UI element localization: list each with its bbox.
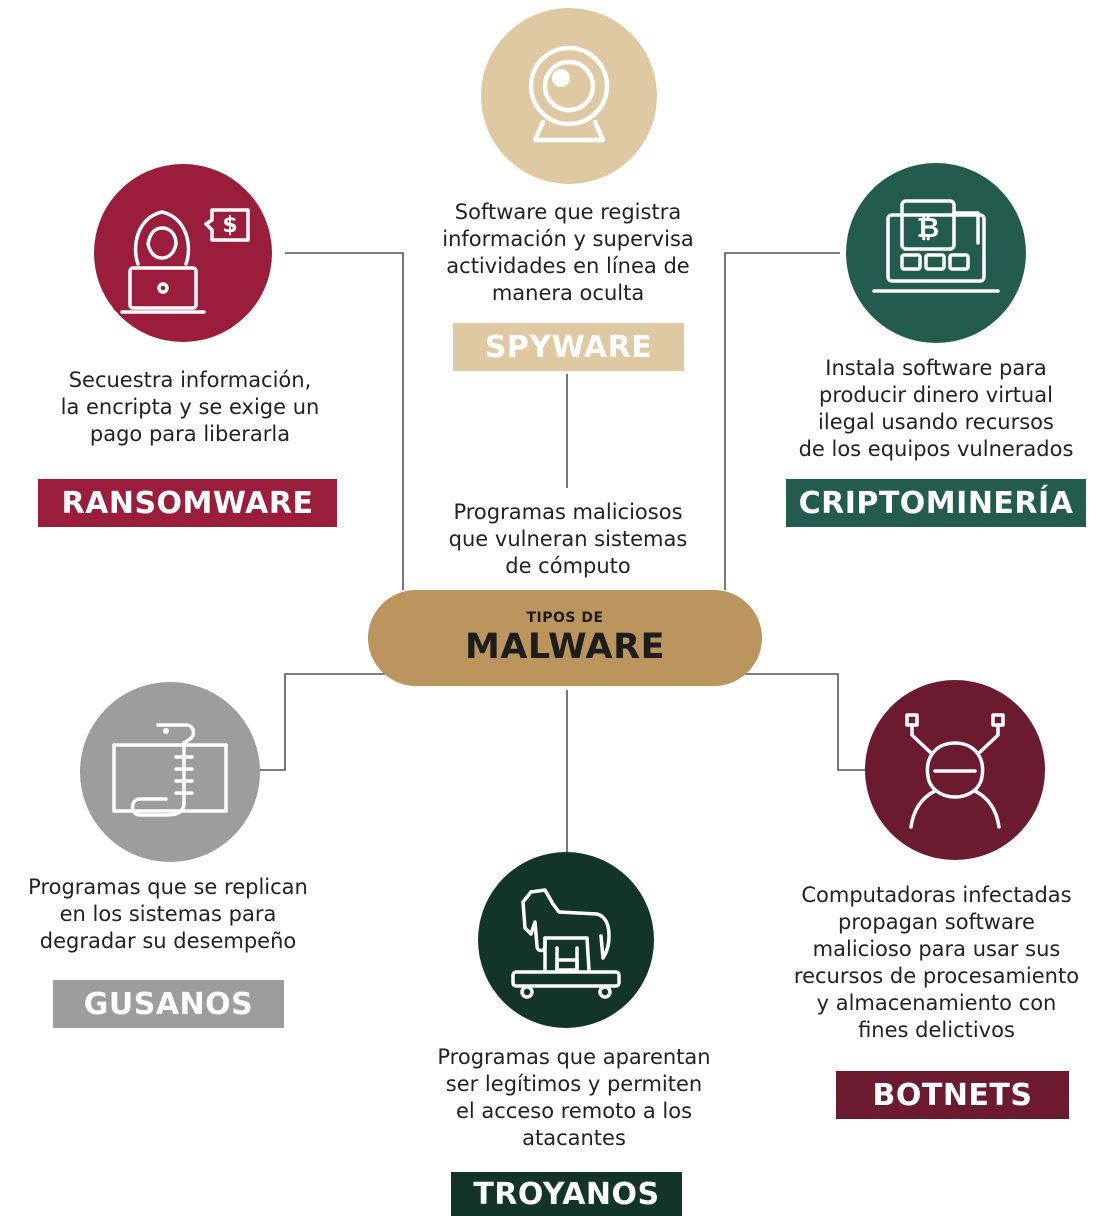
criptomineria-circle: ₿ bbox=[846, 163, 1026, 343]
spyware-badge: SPYWARE bbox=[453, 323, 684, 371]
ransomware-circle: $ bbox=[94, 164, 272, 342]
bitcoin-laptop-icon: ₿ bbox=[872, 199, 1000, 293]
criptomineria-description: Instala software para producir dinero vi… bbox=[798, 356, 1074, 461]
malware-pill: TIPOS DE MALWARE bbox=[368, 590, 762, 686]
criptomineria-badge: CRIPTOMINERÍA bbox=[786, 479, 1086, 527]
spyware-circle bbox=[481, 8, 657, 184]
trojan-horse-icon bbox=[511, 888, 621, 999]
bot-icon bbox=[905, 713, 1005, 829]
pill-subtitle: TIPOS DE bbox=[526, 610, 604, 626]
worm-icon bbox=[112, 723, 228, 817]
botnets-description: Computadoras infectadas propagan softwar… bbox=[793, 883, 1080, 1042]
troyanos-description: Programas que aparentan ser legítimos y … bbox=[437, 1045, 711, 1150]
spyware-description: Software que registra información y supe… bbox=[442, 200, 694, 305]
gusanos-circle bbox=[80, 682, 260, 862]
gusanos-badge: GUSANOS bbox=[53, 980, 284, 1028]
botnets-circle bbox=[865, 680, 1045, 860]
svg-text:$: $ bbox=[222, 213, 237, 238]
hooded-hacker-laptop-icon: $ bbox=[120, 208, 250, 314]
pill-title: MALWARE bbox=[465, 627, 665, 667]
center-description: Programas maliciosos que vulneran sistem… bbox=[448, 500, 688, 578]
troyanos-badge: TROYANOS bbox=[451, 1172, 682, 1216]
gusanos-description: Programas que se replican en los sistema… bbox=[28, 875, 308, 953]
troyanos-circle bbox=[478, 852, 654, 1028]
webcam-icon bbox=[528, 45, 610, 143]
botnets-badge: BOTNETS bbox=[836, 1071, 1069, 1119]
ransomware-description: Secuestra información, la encripta y se … bbox=[60, 368, 320, 446]
svg-text:₿: ₿ bbox=[917, 211, 940, 244]
ransomware-badge: RANSOMWARE bbox=[38, 479, 337, 527]
